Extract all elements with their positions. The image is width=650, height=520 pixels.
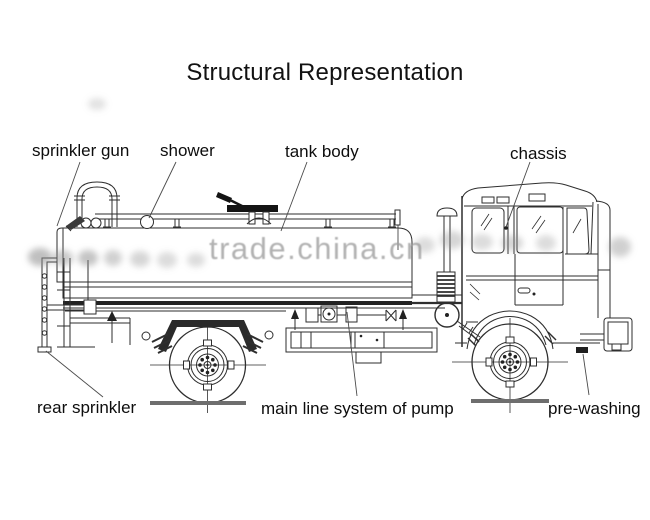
label-tank-body: tank body — [285, 142, 359, 161]
front-wheel-drawing — [452, 318, 568, 413]
ground-lines — [150, 399, 549, 405]
leader-chassis — [505, 161, 531, 228]
air-stack-drawing — [434, 207, 481, 341]
cab-drawing — [455, 182, 633, 353]
rear-wheel-drawing — [141, 320, 274, 413]
leader-lines — [45, 161, 590, 398]
pre-washing-nozzle — [576, 347, 588, 353]
watermark-smudges — [28, 98, 631, 268]
leader-tank-body — [280, 161, 308, 232]
leader-pre-washing — [582, 353, 590, 396]
watermark-text: trade.china.cn — [209, 231, 425, 266]
label-sprinkler-gun: sprinkler gun — [32, 141, 130, 160]
label-chassis: chassis — [510, 144, 567, 163]
tank-top-gun-drawing — [216, 192, 278, 225]
sprinkler-gun-drawing — [65, 181, 120, 232]
label-rear-sprinkler: rear sprinkler — [37, 398, 137, 417]
leader-rear-sprinkler — [45, 350, 104, 398]
label-pre-washing: pre-washing — [548, 399, 641, 418]
leader-sprinkler-gun — [56, 161, 81, 227]
label-main-line: main line system of pump — [261, 399, 454, 418]
shower-head — [140, 215, 154, 229]
label-shower: shower — [160, 141, 215, 160]
leader-shower — [148, 161, 177, 219]
tank-body-drawing — [56, 181, 462, 312]
leader-main-line — [346, 311, 358, 397]
pump-system-drawing — [285, 305, 438, 364]
diagram-title: Structural Representation — [186, 59, 464, 86]
